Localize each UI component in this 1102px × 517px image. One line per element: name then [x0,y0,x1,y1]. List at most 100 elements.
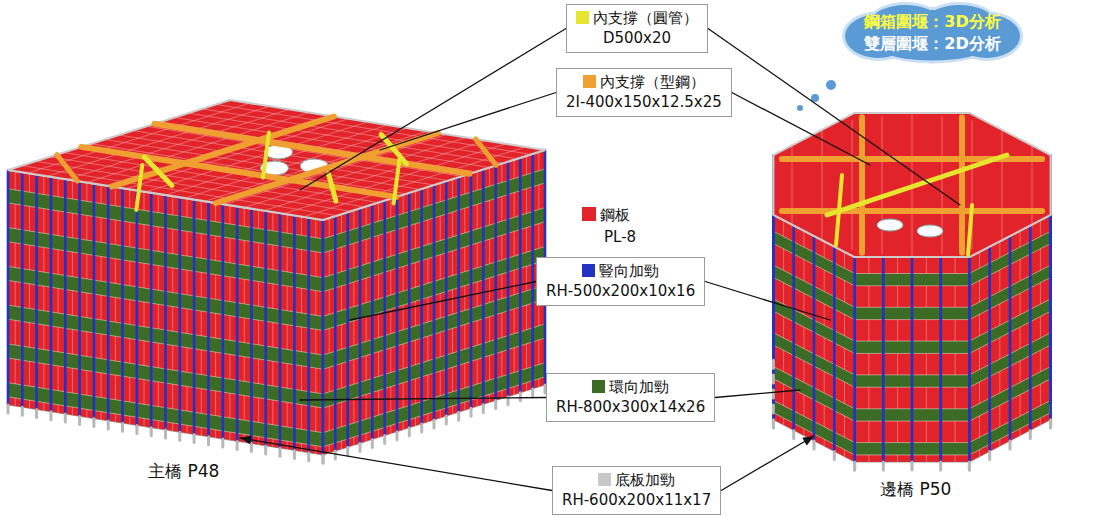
plate-grid-line [225,134,447,204]
bottom-plate-stiffener [968,462,971,470]
vertical-stiffener [408,193,411,428]
bottom-plate-stiffener [988,452,991,460]
plate-grid-line [108,186,109,421]
plate-grid-line [489,168,490,403]
plate-grid-line [272,212,273,447]
leader-line [300,398,546,401]
plate-grid-line [883,257,884,462]
plate-grid-line [844,252,845,457]
bottom-plate-stiffener [772,405,775,413]
pipe-strut [968,205,972,255]
vertical-stiffener [813,236,816,441]
plate-grid-line [793,225,794,430]
bottom-plate-stiffener [346,447,349,455]
text-row: 豎向加勁 [546,261,695,281]
bottom-plate-stiffener [35,410,38,418]
vertical-stiffener [968,257,971,462]
bottom-plate-stiffener [968,462,971,470]
vertical-stiffener [121,188,124,423]
plate-grid-line [179,197,180,432]
vertical-stiffener [136,191,139,426]
member-size: RH-500x200x10x16 [546,282,695,300]
vertical-stiffener [1029,225,1032,430]
steel-plate-wall [855,257,970,462]
bottom-plate-stiffener [250,444,253,452]
text-row: 內支撐（型鋼） [566,72,722,92]
member-name: 內支撐（型鋼） [600,73,705,91]
vertical-stiffener [236,206,239,441]
vertical-stiffener [193,200,196,435]
bottom-plate-stiffener [334,451,337,459]
vertical-stiffener [264,211,267,446]
plate-grid-line [244,138,466,208]
plate-grid-line [222,204,223,439]
bottom-plate-stiffener [433,420,436,428]
plate-grid-line [834,247,835,452]
plate-size: PL-8 [604,226,636,248]
vertical-stiffener [531,154,534,389]
bottom-plate-stiffener [1009,441,1012,449]
plate-grid-line [201,201,202,436]
plate-grid-line [446,181,447,416]
plate-grid-line [783,220,784,425]
legend-item: 鋼板 [582,205,630,225]
steel-plate-wall [969,215,1050,462]
leader-line [721,436,814,491]
bottom-plate-stiffener [911,462,914,470]
plate-grid-line [244,208,245,443]
plate-grid-line [144,192,145,427]
plate-grid-line [822,129,823,241]
vertical-stiffener [64,179,67,414]
vertical-stiffener [279,213,282,448]
h-beam-strut [216,133,438,203]
access-hole [917,225,943,237]
bottom-plate-stiffener [882,462,885,470]
plate-grid-line [301,217,302,452]
plate-grid-line [58,178,59,413]
member-size: RH-600x200x11x17 [562,491,711,509]
vertical-stiffener [322,220,325,455]
plate-grid-line [403,195,404,430]
plate-grid-line [347,212,348,447]
bottom-plate-stiffener [853,462,856,470]
plate-grid-line [483,169,484,404]
vertical-stiffener [93,184,96,419]
color-swatch [576,11,589,24]
text-row: 環向加勁 [556,377,705,397]
vertical-stiffener [445,181,448,416]
plate-grid-line [43,176,44,411]
plate-grid-line [136,191,137,426]
vertical-stiffener [35,175,38,410]
member-name: 豎向加勁 [599,262,659,280]
plate-grid-line [868,257,869,462]
vertical-stiffener [882,257,885,462]
h-beam-strut [476,139,497,165]
vertical-stiffener [150,193,153,428]
bottom-plate-stiffener [21,407,24,415]
vertical-stiffener [179,197,182,432]
pipe-strut [394,159,400,204]
leader-line [715,390,800,398]
pipe-strut [836,175,842,245]
text-row: 雙層圍堰：2D分析 [842,33,1023,55]
bottom-plate-stiffener [293,451,296,459]
vertical-stiffener [1049,215,1052,420]
vertical-stiffener [1009,236,1012,441]
bottom-plate-stiffener [193,435,196,443]
plate-grid-line [384,201,385,436]
thought-bubble-dot [826,80,836,90]
cloud-shape [842,2,1023,64]
bottom-plate-stiffener [813,441,816,449]
plate-grid-line [372,204,373,439]
plate-grid-line [378,203,379,438]
plate-grid-line [1002,129,1003,241]
plate-grid-line [72,180,73,415]
access-hole [877,219,903,231]
plate-grid-line [415,191,416,426]
bottom-plate-stiffener [135,426,138,434]
bottom-plate-stiffener [50,412,53,420]
vertical-stiffener [78,181,81,416]
color-swatch [592,380,605,393]
plate-grid-line [940,257,941,462]
bottom-plate-stiffener [1049,420,1052,428]
